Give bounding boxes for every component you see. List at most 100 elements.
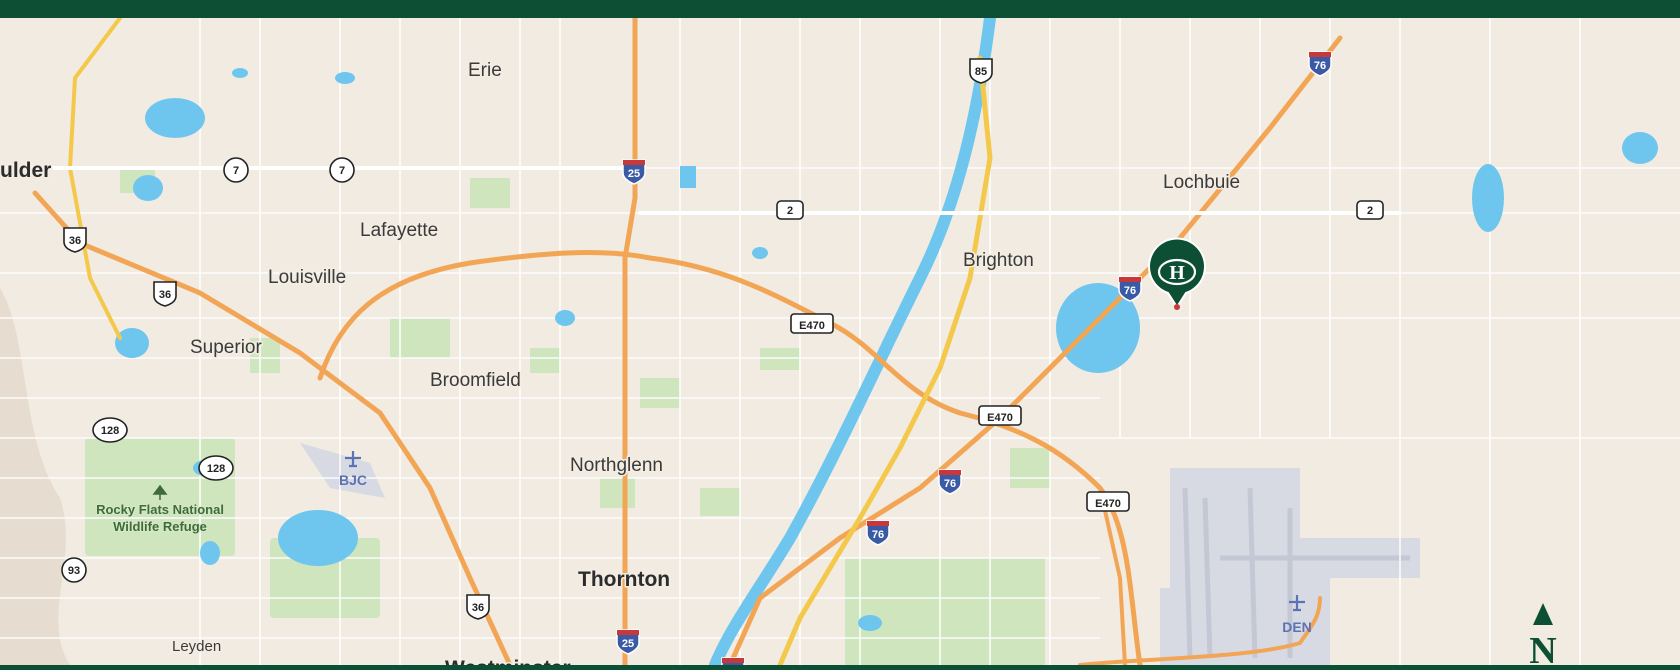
shield-co93-text: 93 — [68, 565, 80, 577]
label-broomfield: Broomfield — [430, 370, 521, 391]
park-area-3 — [640, 378, 680, 408]
label-louisville: Louisville — [268, 267, 346, 288]
lake-4 — [278, 510, 358, 566]
shield-us85: 85 — [969, 58, 993, 84]
label-leyden: Leyden — [172, 638, 221, 655]
marker-ring-icon — [1157, 258, 1197, 286]
label-superior: Superior — [190, 337, 262, 358]
shield-co2-west-text: 2 — [787, 205, 793, 217]
shield-i76-north: 76 — [1308, 51, 1332, 77]
lake-12 — [232, 68, 248, 78]
lake-6 — [680, 166, 696, 188]
shield-i76-brighton: 76 — [1118, 276, 1142, 302]
shield-us36-westminster-text: 36 — [472, 602, 484, 614]
shield-co2-east-text: 2 — [1367, 205, 1373, 217]
park-label: Rocky Flats National Wildlife Refuge — [95, 484, 225, 535]
shield-us36-boulder-text: 36 — [69, 235, 81, 247]
us85-road — [777, 55, 993, 665]
shield-i76-south: 76 — [866, 520, 890, 546]
shield-i25-south: 25 — [616, 629, 640, 655]
south-platte-river — [709, 18, 996, 665]
e470-south — [1098, 486, 1127, 665]
shield-e470-west: E470 — [790, 313, 834, 334]
shield-co2-east: 2 — [1356, 200, 1384, 220]
place-labels: ulder Erie Lafayette Louisville Superior… — [0, 59, 1242, 666]
shield-co7-east: 7 — [329, 157, 355, 183]
label-thornton: Thornton — [578, 568, 670, 591]
lake-9 — [752, 247, 768, 259]
shield-co7-west-text: 7 — [233, 165, 239, 177]
shield-i25-text: 25 — [628, 168, 640, 180]
shield-co128-west: 128 — [92, 417, 128, 443]
lake-2 — [133, 175, 163, 201]
shield-i76-mid: 76 — [938, 469, 962, 495]
park-area-9 — [700, 488, 740, 516]
shield-e470-east-text: E470 — [1095, 498, 1121, 510]
us36-road — [32, 190, 513, 665]
park-area-8 — [600, 478, 635, 508]
label-rocky-flats-2: Wildlife Refuge — [113, 519, 207, 534]
shield-i25-north: 25 — [622, 159, 646, 185]
shield-co128-east-text: 128 — [207, 463, 225, 475]
mountain-shading — [0, 288, 70, 665]
park-area-1 — [470, 178, 510, 208]
marker-point — [1174, 304, 1180, 310]
tree-icon — [152, 484, 168, 500]
label-boulder: ulder — [0, 159, 51, 182]
airport-bjc[interactable]: BJC — [339, 451, 367, 488]
label-lochbuie: Lochbuie — [1163, 172, 1240, 193]
park-area-7 — [250, 338, 280, 373]
bjc-airport-area — [300, 443, 385, 498]
shield-co2-west: 2 — [776, 200, 804, 220]
shield-i76-south-text: 76 — [872, 529, 884, 541]
airplane-icon — [345, 451, 361, 468]
shield-us36-louisville: 36 — [153, 281, 177, 307]
marker-pin — [1148, 237, 1206, 309]
north-arrow: N — [1529, 603, 1557, 665]
park-area-5 — [1010, 448, 1050, 488]
lake-5 — [200, 541, 220, 565]
map-canvas[interactable]: ulder Erie Lafayette Louisville Superior… — [0, 18, 1680, 665]
i25-road — [622, 18, 638, 665]
label-erie: Erie — [468, 60, 502, 81]
shield-e470-mid: E470 — [978, 405, 1022, 426]
shield-co128-west-text: 128 — [101, 425, 119, 437]
shield-e470-mid-text: E470 — [987, 412, 1013, 424]
shield-us36-boulder: 36 — [63, 227, 87, 253]
label-bjc: BJC — [339, 472, 367, 488]
airport-den[interactable]: DEN — [1282, 595, 1312, 635]
label-westminster: Westminster — [445, 657, 571, 665]
north-label: N — [1529, 630, 1556, 665]
airplane-icon — [1289, 595, 1305, 612]
water-bodies — [115, 68, 1658, 631]
shield-i76-mid-text: 76 — [944, 478, 956, 490]
shield-co128-east: 128 — [198, 455, 234, 481]
shield-us36-westminster: 36 — [466, 594, 490, 620]
location-marker[interactable]: H — [1148, 237, 1206, 310]
shield-i76-north-text: 76 — [1314, 60, 1326, 72]
label-rocky-flats-1: Rocky Flats National — [96, 502, 224, 517]
lake-1 — [145, 98, 205, 138]
shield-e470-east: E470 — [1086, 491, 1130, 512]
park-area-4 — [760, 348, 800, 370]
marker-letter: H — [1169, 262, 1185, 284]
den-runways — [1182, 487, 1410, 659]
label-northglenn: Northglenn — [570, 455, 663, 476]
label-brighton: Brighton — [963, 250, 1034, 271]
north-arrow-icon — [1533, 603, 1553, 625]
shield-co7-west: 7 — [223, 157, 249, 183]
shield-us36-louisville-text: 36 — [159, 289, 171, 301]
map-svg[interactable]: ulder Erie Lafayette Louisville Superior… — [0, 18, 1680, 665]
lake-11 — [335, 72, 355, 84]
barr-lake — [1056, 283, 1140, 373]
shield-i25-south-text: 25 — [622, 638, 634, 650]
lake-east-1 — [1472, 164, 1504, 232]
lake-8 — [555, 310, 575, 326]
park-area-2 — [530, 348, 560, 373]
route-shields: 25 25 76 76 — [61, 51, 1384, 665]
park-area-south — [845, 558, 1045, 665]
lake-east-2 — [1622, 132, 1658, 164]
shield-us85-text: 85 — [975, 66, 987, 78]
shield-co7-east-text: 7 — [339, 165, 345, 177]
